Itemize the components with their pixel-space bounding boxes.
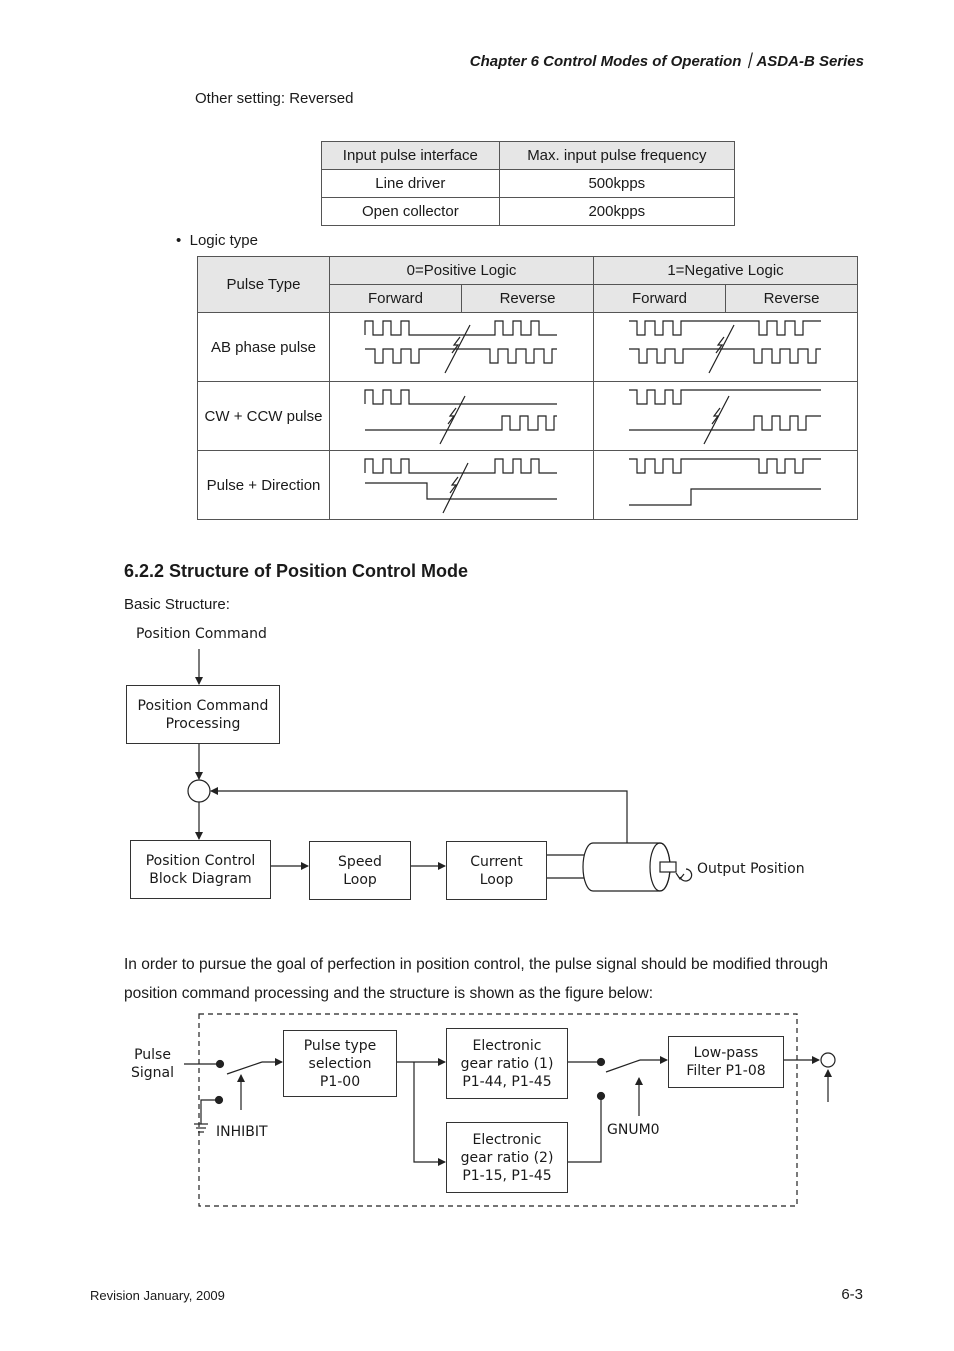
- table-row: CW + CCW pulse: [197, 381, 858, 451]
- waveform-pulse-dir-positive: [329, 450, 594, 520]
- table-row: AB phase pulse: [197, 312, 858, 382]
- table-cell: Open collector: [321, 197, 500, 226]
- position-command-processing-block: Position Command Processing: [126, 685, 280, 744]
- speed-loop-block: Speed Loop: [309, 841, 411, 900]
- pulse-type-selection-block: Pulse type selection P1-00: [283, 1030, 397, 1097]
- position-control-block: Position Control Block Diagram: [130, 840, 271, 899]
- table-cell: 500kpps: [498, 169, 736, 198]
- current-loop-block: Current Loop: [446, 841, 547, 900]
- waveform-cw-ccw-negative: [593, 381, 858, 451]
- logic-type-table: Pulse Type 0=Positive Logic 1=Negative L…: [197, 256, 858, 520]
- reverse-header: Reverse: [725, 284, 858, 313]
- gnum0-label: GNUM0: [607, 1122, 660, 1138]
- input-pulse-frequency-table: Input pulse interface Max. input pulse f…: [321, 141, 736, 226]
- section-title: 6.2.2 Structure of Position Control Mode: [124, 561, 469, 581]
- position-command-label: Position Command: [136, 626, 267, 642]
- basic-structure-label: Basic Structure:: [124, 596, 230, 613]
- chapter-header: Chapter 6 Control Modes of Operation｜ASD…: [469, 53, 864, 70]
- table-header: Max. input pulse frequency: [498, 141, 736, 170]
- inhibit-label: INHIBIT: [216, 1124, 268, 1140]
- waveform-cw-ccw-positive: [329, 381, 594, 451]
- table-row: Open collector 200kpps: [321, 197, 736, 226]
- waveform-ab-positive: [329, 312, 594, 382]
- row-label: CW + CCW pulse: [197, 381, 330, 451]
- logic-type-label: Logic type: [189, 232, 258, 249]
- waveform-pulse-dir-negative: [593, 450, 858, 520]
- bullet-icon: •: [176, 232, 182, 249]
- pulse-type-header: Pulse Type: [197, 256, 330, 313]
- gear-ratio-1-block: Electronic gear ratio (1) P1-44, P1-45: [446, 1028, 568, 1099]
- output-position-label: Output Position: [697, 861, 805, 877]
- forward-header: Forward: [593, 284, 726, 313]
- row-label: Pulse + Direction: [197, 450, 330, 520]
- waveform-ab-negative: [593, 312, 858, 382]
- table-header: Input pulse interface: [321, 141, 500, 170]
- table-row: Pulse + Direction: [197, 450, 858, 520]
- row-label: AB phase pulse: [197, 312, 330, 382]
- positive-logic-header: 0=Positive Logic: [329, 256, 594, 285]
- reverse-header: Reverse: [461, 284, 594, 313]
- revision-footer: Revision January, 2009: [90, 1288, 225, 1303]
- body-paragraph: In order to pursue the goal of perfectio…: [124, 956, 828, 1002]
- forward-header: Forward: [329, 284, 462, 313]
- gear-ratio-2-block: Electronic gear ratio (2) P1-15, P1-45: [446, 1122, 568, 1193]
- page-number: 6-3: [841, 1286, 863, 1303]
- table-cell: 200kpps: [498, 197, 736, 226]
- logic-type-bullet: • Logic type: [176, 232, 258, 249]
- table-row: Line driver 500kpps: [321, 169, 736, 198]
- table-cell: Line driver: [321, 169, 500, 198]
- low-pass-filter-block: Low-pass Filter P1-08: [668, 1036, 784, 1088]
- pulse-signal-label: Pulse Signal: [131, 1047, 175, 1081]
- other-setting-text: Other setting: Reversed: [195, 90, 354, 107]
